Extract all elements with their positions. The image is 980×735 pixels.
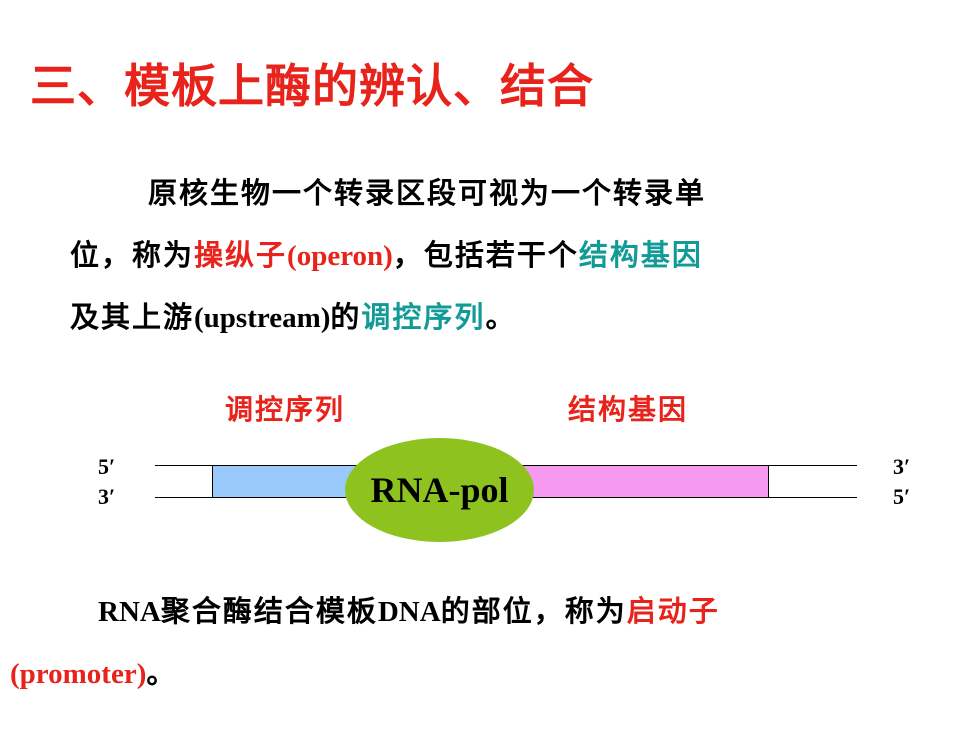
p2-line2-end: 。 — [146, 656, 178, 690]
top-strand-right-end: 3′ — [893, 454, 911, 479]
slide-title: 三、模板上酶的辨认、结合 — [30, 59, 594, 113]
paragraph1-line2: 位，称为操纵子(operon)，包括若干个结构基因 — [70, 232, 703, 274]
regulatory-sequence-label: 调控序列 — [225, 393, 346, 426]
paragraph2-line1: RNA聚合酶结合模板DNA的部位，称为启动子 — [98, 588, 720, 630]
bottom-strand-left-end: 3′ — [98, 484, 116, 509]
rna-polymerase: RNA-pol — [345, 438, 534, 542]
p1-line2-text-b: ，包括若干个 — [392, 238, 579, 272]
operon-term: 操纵子 — [194, 238, 288, 272]
paragraph1-line3: 及其上游(upstream)的调控序列。 — [70, 294, 516, 336]
p1-line3-text-b: 的 — [330, 300, 362, 334]
p1-line3-text-a: 及其上游 — [70, 300, 195, 334]
structural-gene-label: 结构基因 — [568, 393, 689, 426]
regulatory-sequence-region — [212, 465, 367, 498]
p1-line1-text: 原核生物一个转录区段可视为一个转录单 — [148, 176, 707, 210]
rna-term: RNA — [98, 596, 161, 628]
p1-line2-text-a: 位，称为 — [70, 238, 195, 272]
promoter-term: 启动子 — [626, 594, 720, 628]
paragraph1-line1: 原核生物一个转录区段可视为一个转录单 — [148, 170, 706, 212]
structural-gene-term: 结构基因 — [578, 238, 703, 272]
regulatory-sequence-term: 调控序列 — [361, 300, 486, 334]
top-strand-left-end: 5′ — [98, 454, 116, 479]
rna-polymerase-label: RNA-pol — [370, 470, 509, 510]
operon-term-latin: (operon) — [287, 240, 393, 272]
bottom-strand-right-end: 5′ — [893, 484, 911, 509]
p2-line1-text-a: 聚合酶结合模板 — [160, 594, 378, 628]
promoter-term-latin: (promoter) — [10, 658, 147, 690]
paragraph2-line2: (promoter)。 — [10, 650, 177, 692]
structural-gene-region — [512, 465, 769, 498]
upstream-term: (upstream) — [194, 302, 331, 334]
p2-line1-text-b: 的部位，称为 — [440, 594, 627, 628]
p1-line3-text-c: 。 — [485, 300, 517, 334]
dna-term: DNA — [377, 596, 441, 628]
